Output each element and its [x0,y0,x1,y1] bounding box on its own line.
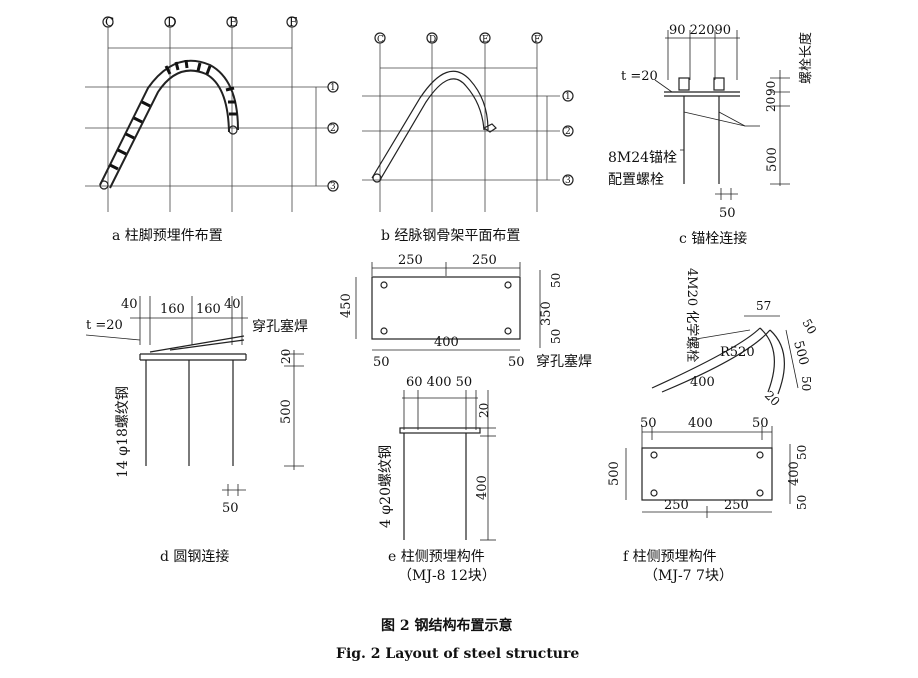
panel-e-plate-dim-250b: 250 [472,253,497,268]
panel-d-dim-50: 50 [222,501,239,516]
panel-e-caption: e 柱侧预埋构件 [388,549,485,565]
panel-c-t-label: t =20 [621,69,658,84]
panel-d-rebar: 40 160 160 40 t =20 穿孔塞焊 14 φ18螺纹钢 20 50… [85,296,308,565]
panel-e-plate-dim-50c: 50 [549,273,563,288]
panel-e-rebar-label: 4 φ20螺纹钢 [378,445,394,528]
panel-e-dims-top: 60 400 50 [406,375,472,390]
panel-f-plate: 50 400 50 500 250 250 50 400 50 f 柱侧预埋构件… [607,416,809,584]
axis-a-e: E [229,15,238,29]
panel-f-caption: f 柱侧预埋构件 [623,549,717,565]
panel-f-radius: R520 [720,345,755,360]
panel-f-dim-57: 57 [756,299,771,313]
panel-f-dim-50a-top: 50 [640,416,657,431]
panel-f-curve: 4M20 化学螺栓 57 R520 400 20 500 50 50 [651,268,819,409]
panel-a-caption: a 柱脚预埋件布置 [112,228,223,244]
panel-f-dim-50d: 50 [795,495,809,510]
axis-a-2: 2 [330,124,336,134]
axis-b-c: C [377,35,384,45]
panel-e-dim-20: 20 [477,403,491,418]
axis-a-c: C [105,15,114,29]
panel-b-plan: C D E F 1 2 3 b 经脉钢骨架平面布置 [362,32,574,244]
panel-a-plan: C D E F 1 2 3 [85,15,339,244]
panel-f-dim-50a: 50 [799,317,819,337]
panel-f-dim-400: 400 [787,461,802,486]
panel-f-dim-500: 500 [607,461,622,486]
panel-d-caption: d 圆钢连接 [160,548,229,565]
figure-title-en: Fig. 2 Layout of steel structure [336,646,579,662]
panel-d-weld-label: 穿孔塞焊 [252,318,308,335]
axis-b-e: E [482,35,489,45]
panel-e-dim-400: 400 [475,475,490,500]
panel-c-caption: c 锚栓连接 [679,230,747,247]
axis-b-3: 3 [565,176,571,186]
panel-e-plate-dim-50d: 50 [549,329,563,344]
panel-e-plate-dim-50b: 50 [508,355,525,370]
axis-a-f: F [289,15,297,29]
axis-a-3: 3 [330,182,336,192]
panel-d-dim-160b: 160 [196,302,221,317]
panel-d-dim-40a: 40 [121,297,138,312]
panel-c-bolt-label-1: 8M24锚栓 [608,150,677,166]
panel-e-side: 60 400 50 4 φ20螺纹钢 20 400 e 柱侧预埋构件 （MJ-8… [378,375,496,584]
panel-f-dim-500: 500 [790,339,811,367]
panel-e-plate-dim-400: 400 [434,335,459,350]
axis-a-d: D [167,15,177,29]
panel-f-dim-50c: 50 [795,445,809,460]
panel-d-dim-500: 500 [279,399,294,424]
panel-f-dim-250a: 250 [664,498,689,513]
panel-c-dims-top: 90 22090 [669,23,731,38]
panel-d-dim-40b: 40 [224,297,241,312]
panel-e-plate-dim-450: 450 [339,293,354,318]
panel-f-dim-400: 400 [690,375,715,390]
panel-f-dim-250b: 250 [724,498,749,513]
panel-e-plate-dim-350: 350 [539,301,554,326]
panel-c-dim-500: 500 [765,147,780,172]
panel-c-dim-90: 90 [764,81,778,96]
figure-title-cn: 图 2 钢结构布置示意 [381,617,513,634]
panel-f-bolt-label: 4M20 化学螺栓 [684,268,700,362]
panel-f-dim-400-top: 400 [688,416,713,431]
panel-c-dim-20: 20 [764,97,778,112]
panel-e-plate-weld: 穿孔塞焊 [536,353,592,370]
panel-e-plate-dim-50a: 50 [373,355,390,370]
panel-c-dim-50: 50 [719,206,736,221]
axis-b-2: 2 [565,127,571,137]
axis-b-f: F [534,35,540,45]
panel-c-side-label: 螺栓长度 [798,32,814,84]
panel-d-dim-160a: 160 [160,302,185,317]
panel-b-caption: b 经脉钢骨架平面布置 [381,228,520,244]
panel-e-plate-dim-250a: 250 [398,253,423,268]
axis-b-d: D [429,35,436,45]
panel-f-caption-sub: （MJ-7 7块） [644,568,733,584]
axis-b-1: 1 [565,92,571,102]
panel-f-dim-50b-top: 50 [752,416,769,431]
axis-a-1: 1 [330,83,336,93]
panel-d-rebar-label: 14 φ18螺纹钢 [115,386,131,478]
panel-d-t-label: t =20 [86,318,123,333]
panel-d-dim-20: 20 [279,349,293,364]
panel-f-dim-50b: 50 [799,376,813,391]
panel-c-bolt-label-2: 配置螺栓 [608,172,664,188]
panel-e-caption-sub: （MJ-8 12块） [398,568,496,584]
panel-e-plate: 250 250 450 400 50 50 50 350 50 穿孔塞焊 [339,253,592,370]
panel-c-anchor: 90 22090 t =20 90 20 500 螺栓长度 8M24锚栓 配置螺… [608,23,814,247]
